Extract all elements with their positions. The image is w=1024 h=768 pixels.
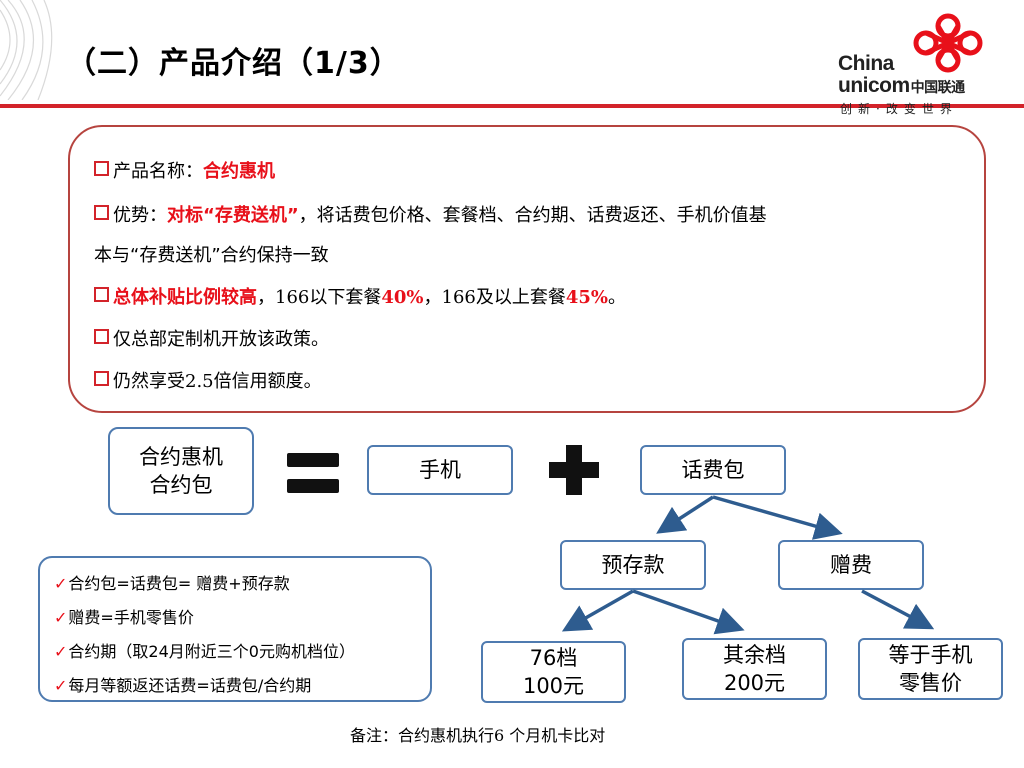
notes-box: ✓合约包=话费包= 赠费+预存款 ✓赠费=手机零售价 ✓合约期（取24月附近三个… — [38, 556, 432, 702]
product-name: 合约惠机 — [203, 161, 275, 182]
bullet-square-icon — [94, 329, 109, 344]
note-item: ✓合约包=话费包= 赠费+预存款 — [54, 574, 290, 593]
bullet-square-icon — [94, 371, 109, 386]
product-info-box: 产品名称：合约惠机 优势：对标“存费送机”，将话费包价格、套餐档、合约期、话费返… — [68, 125, 986, 413]
arrow-to-gift-fee — [712, 495, 843, 540]
page-title: （二）产品介绍（1/3） — [66, 46, 401, 81]
arrow-to-retail-price — [861, 589, 935, 630]
info-line-advantage: 优势：对标“存费送机”，将话费包价格、套餐档、合约期、话费返还、手机价值基 — [94, 201, 767, 227]
logo-text-unicom-cn: 中国联通 — [910, 79, 966, 95]
check-icon: ✓ — [54, 676, 68, 695]
equals-icon — [287, 453, 339, 493]
node-contract-phone: 合约惠机合约包 — [108, 427, 254, 515]
arrow-to-other-tier — [632, 589, 745, 635]
node-prestore: 预存款 — [560, 540, 706, 590]
arrow-to-tier-76 — [561, 589, 634, 632]
bullet-square-icon — [94, 161, 109, 176]
node-fee-package: 话费包 — [640, 445, 786, 495]
arrow-to-prestore — [656, 495, 714, 534]
node-gift-fee: 赠费 — [778, 540, 924, 590]
info-line-credit: 仍然享受2.5倍信用额度。 — [94, 367, 322, 393]
bullet-square-icon — [94, 205, 109, 220]
info-line-advantage-cont: 本与“存费送机”合约保持一致 — [94, 245, 329, 266]
check-icon: ✓ — [54, 574, 68, 593]
note-item: ✓合约期（取24月附近三个0元购机档位） — [54, 642, 355, 661]
logo-text-unicom-latin: unicom — [838, 74, 910, 97]
chinese-knot-icon — [913, 13, 983, 73]
node-retail-price: 等于手机零售价 — [858, 638, 1003, 700]
plus-icon — [549, 445, 599, 495]
check-icon: ✓ — [54, 608, 68, 627]
bullet-square-icon — [94, 287, 109, 302]
corner-stripes-decoration — [0, 0, 53, 100]
china-unicom-logo: China unicom中国联通 创新·改变世界 — [836, 12, 996, 120]
footer-remark: 备注：合约惠机执行6 个月机卡比对 — [350, 726, 606, 745]
info-line-subsidy: 总体补贴比例较高，166以下套餐40%，166及以上套餐45%。 — [94, 283, 626, 309]
node-phone: 手机 — [367, 445, 513, 495]
note-item: ✓每月等额返还话费=话费包/合约期 — [54, 676, 312, 695]
note-item: ✓赠费=手机零售价 — [54, 608, 194, 627]
check-icon: ✓ — [54, 642, 68, 661]
logo-text-china: China — [838, 52, 894, 75]
logo-text-unicom: unicom中国联通 — [838, 74, 965, 98]
info-line-hq: 仅总部定制机开放该政策。 — [94, 325, 329, 351]
logo-slogan: 创新·改变世界 — [840, 102, 958, 116]
info-line-product-name: 产品名称：合约惠机 — [94, 157, 275, 183]
header-divider — [0, 104, 1024, 108]
